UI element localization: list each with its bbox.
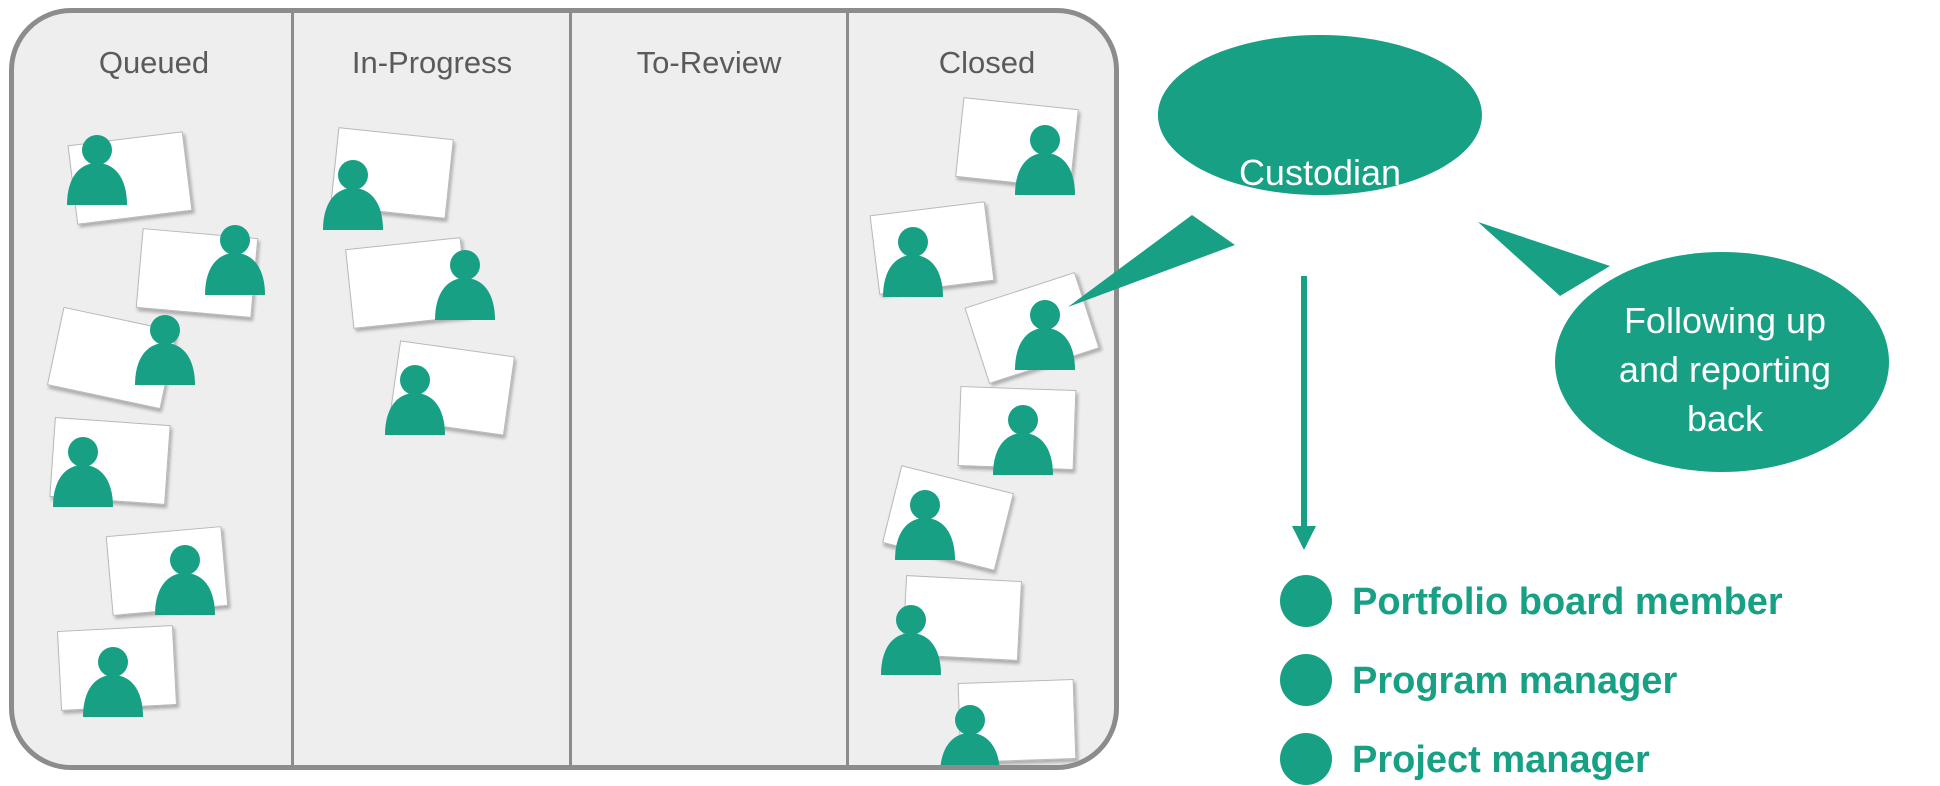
- person-icon: [882, 225, 944, 297]
- person-icon: [134, 313, 196, 385]
- person-icon: [384, 363, 446, 435]
- person-icon: [1014, 298, 1076, 370]
- bullet-dot-icon: [1280, 733, 1332, 785]
- person-icon: [66, 133, 128, 205]
- custodian-label: Custodian: [1238, 152, 1402, 193]
- column-divider: [846, 13, 849, 765]
- role-label: Portfolio board member: [1352, 581, 1783, 623]
- bullet-dot-icon: [1280, 575, 1332, 627]
- custodian-bubble-shape: [1157, 35, 1482, 196]
- followup-bubble-shape: [1555, 252, 1889, 472]
- person-icon: [992, 403, 1054, 475]
- person-icon: [82, 645, 144, 717]
- person-icon: [1014, 123, 1076, 195]
- column-divider: [291, 13, 294, 765]
- followup-line: back: [1686, 398, 1764, 439]
- person-icon: [939, 703, 1001, 765]
- role-item: Program manager: [1280, 654, 1880, 708]
- kanban-board: Queued In-Progress To-Review Closed: [9, 8, 1119, 770]
- person-icon: [322, 158, 384, 230]
- column-header-closed: Closed: [938, 45, 1036, 80]
- role-item: Portfolio board member: [1280, 575, 1880, 629]
- role-item: Project manager: [1280, 733, 1880, 786]
- person-icon: [52, 435, 114, 507]
- person-icon: [204, 223, 266, 295]
- role-label: Program manager: [1352, 660, 1678, 702]
- followup-line: and reporting: [1618, 349, 1832, 390]
- person-icon: [154, 543, 216, 615]
- column-header-to-review: To-Review: [636, 45, 782, 80]
- person-icon: [434, 248, 496, 320]
- column-header-queued: Queued: [98, 45, 210, 80]
- role-label: Project manager: [1352, 739, 1650, 781]
- arrow-down-icon: [1292, 526, 1316, 550]
- bullet-dot-icon: [1280, 654, 1332, 706]
- custodian-bubble-tail: [1068, 215, 1235, 307]
- column-divider: [569, 13, 572, 765]
- person-icon: [880, 603, 942, 675]
- followup-label: Following up and reporting back: [1580, 296, 1870, 443]
- followup-bubble-tail: [1478, 222, 1610, 296]
- followup-line: Following up: [1623, 300, 1827, 341]
- column-header-in-progress: In-Progress: [351, 45, 513, 80]
- person-icon: [894, 488, 956, 560]
